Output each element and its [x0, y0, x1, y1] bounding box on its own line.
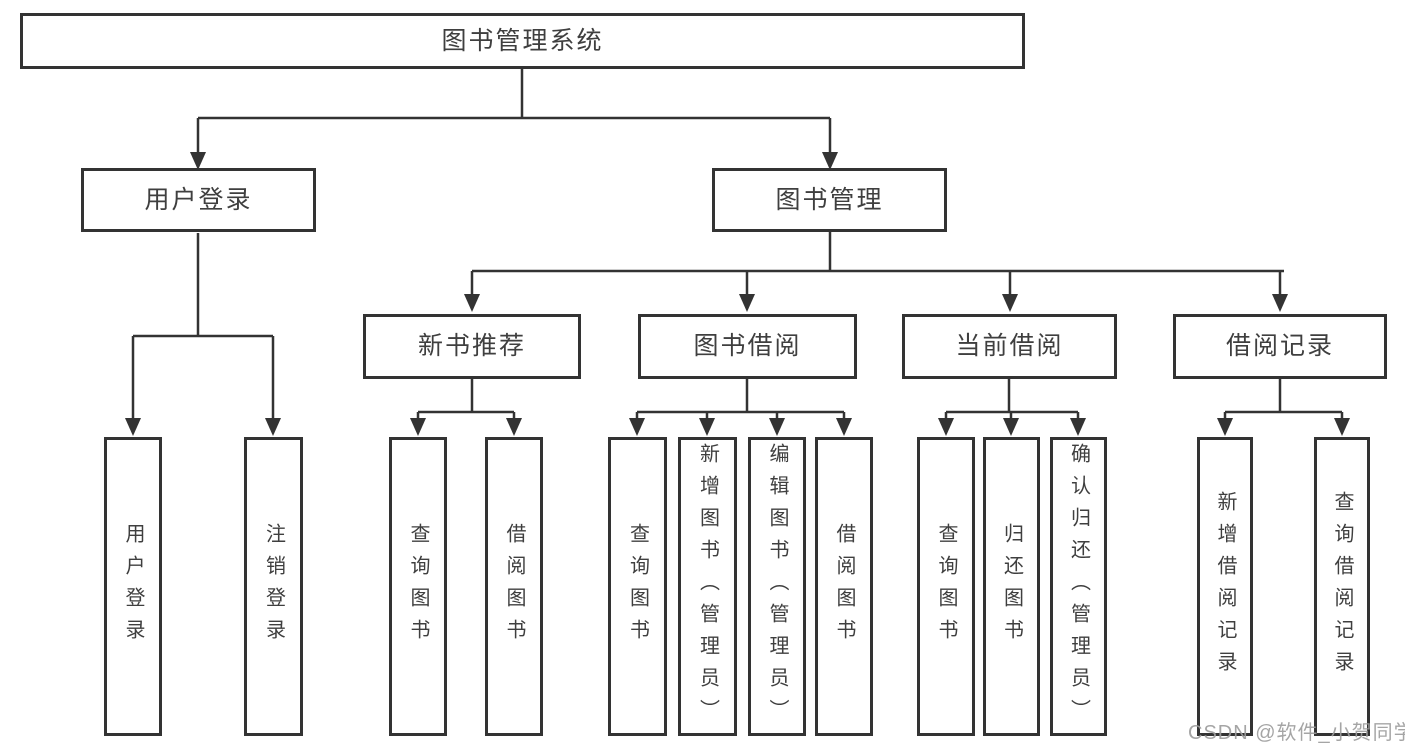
node-current-borrow: 当前借阅 [902, 314, 1117, 379]
leaf-label: 借阅图书 [833, 522, 855, 651]
leaf-label: 借阅图书 [503, 522, 525, 651]
arrowhead-icons [125, 152, 1350, 436]
leaf-label: 用户登录 [122, 522, 144, 651]
node-book-borrow: 图书借阅 [638, 314, 857, 379]
node-label: 用户登录 [144, 185, 253, 214]
leaf-query-books-borrow: 查询图书 [608, 437, 667, 736]
node-library-system: 图书管理系统 [20, 13, 1025, 69]
leaf-borrow-books-recommend: 借阅图书 [485, 437, 543, 736]
leaf-label: 查询图书 [407, 522, 429, 651]
leaf-query-books-recommend: 查询图书 [389, 437, 447, 736]
leaf-user-login: 用户登录 [104, 437, 162, 736]
node-new-book-recommend: 新书推荐 [363, 314, 581, 379]
leaf-borrow-books: 借阅图书 [815, 437, 873, 736]
leaf-label: 归还图书 [1000, 522, 1023, 651]
node-label: 当前借阅 [955, 332, 1064, 360]
node-label: 图书借阅 [693, 332, 802, 360]
leaf-return-books: 归还图书 [983, 437, 1040, 736]
leaf-edit-book-admin: 编辑图书（管理员） [748, 437, 806, 736]
leaf-label: 确认归还（管理员） [1067, 442, 1090, 731]
watermark: CSDN @软件_小贺同学 [1188, 722, 1405, 744]
leaf-add-book-admin: 新增图书（管理员） [678, 437, 737, 736]
leaf-label: 新增借阅记录 [1214, 490, 1236, 683]
leaf-label: 新增图书（管理员） [696, 442, 719, 731]
node-user-login: 用户登录 [81, 168, 316, 232]
node-book-management: 图书管理 [712, 168, 947, 232]
leaf-label: 查询借阅记录 [1331, 490, 1353, 683]
node-label: 借阅记录 [1225, 332, 1334, 360]
leaf-query-books-current: 查询图书 [917, 437, 975, 736]
leaf-label: 查询图书 [626, 522, 649, 651]
leaf-label: 查询图书 [935, 522, 957, 651]
leaf-label: 编辑图书（管理员） [766, 442, 788, 731]
node-label: 图书管理系统 [441, 26, 604, 55]
node-borrow-records: 借阅记录 [1173, 314, 1387, 379]
leaf-add-borrow-record: 新增借阅记录 [1197, 437, 1253, 736]
node-label: 图书管理 [775, 185, 884, 214]
leaf-logout: 注销登录 [244, 437, 303, 736]
leaf-query-borrow-record: 查询借阅记录 [1314, 437, 1370, 736]
leaf-confirm-return-admin: 确认归还（管理员） [1050, 437, 1107, 736]
leaf-label: 注销登录 [262, 522, 285, 651]
node-label: 新书推荐 [417, 332, 526, 360]
